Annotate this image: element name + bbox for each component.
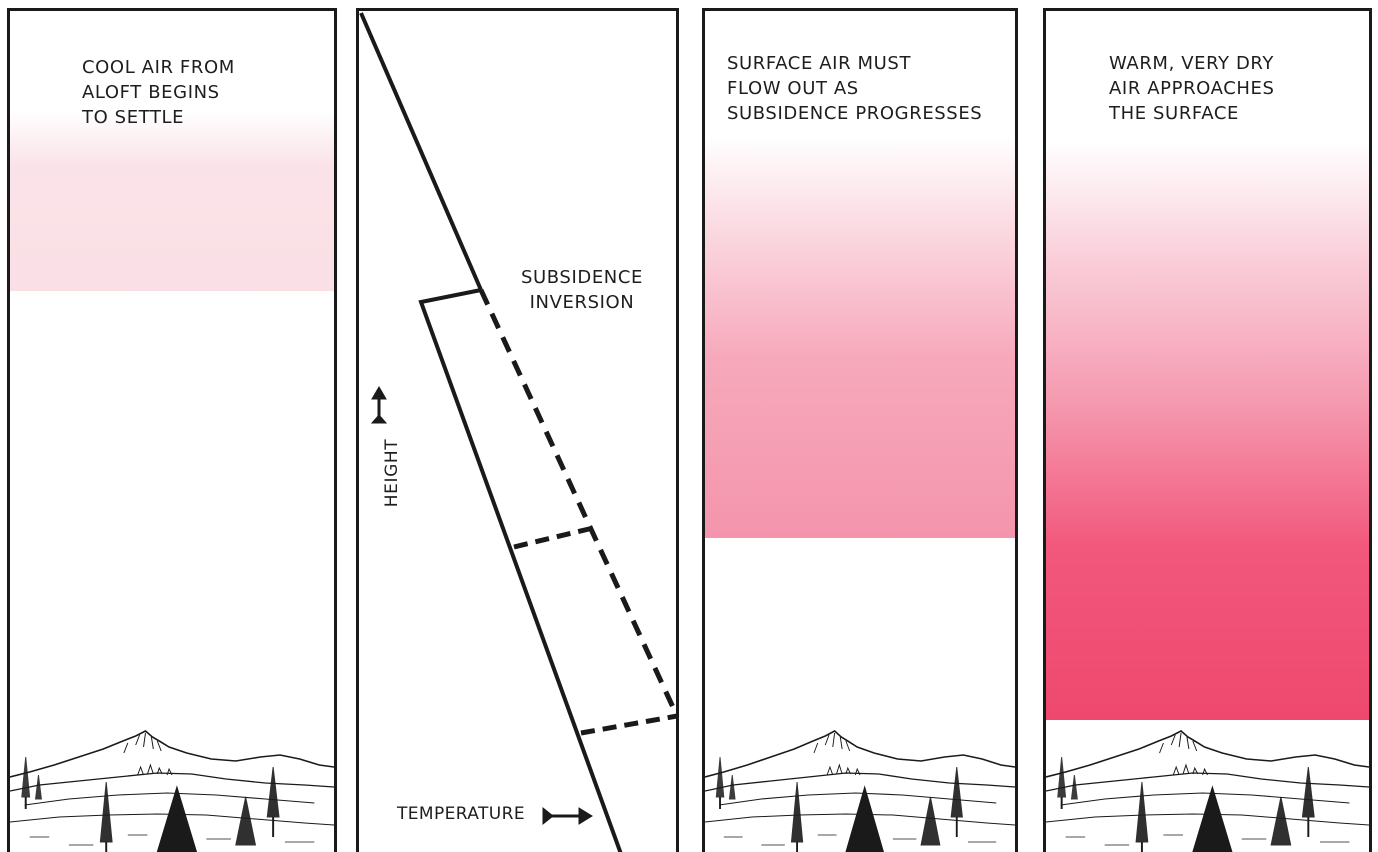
temperature-axis-label: TEMPERATURE [397, 804, 525, 824]
dashed-link-lower [581, 716, 676, 733]
temperature-height-diagram [359, 11, 676, 852]
mountain-landscape-icon [1046, 727, 1369, 852]
panel-4-caption: WARM, VERY DRY AIR APPROACHES THE SURFAC… [1109, 51, 1275, 126]
panel-warm-dry-air: WARM, VERY DRY AIR APPROACHES THE SURFAC… [1043, 8, 1372, 852]
right-arrow-icon [543, 808, 592, 824]
panel-cool-air-settling: COOL AIR FROM ALOFT BEGINS TO SETTLE [7, 8, 337, 852]
panel-3-caption: SURFACE AIR MUST FLOW OUT AS SUBSIDENCE … [727, 51, 982, 126]
subsidence-inversion-label: SUBSIDENCE INVERSION [521, 265, 643, 315]
dashed-link-upper [514, 529, 589, 547]
height-axis-label: HEIGHT [382, 438, 402, 508]
mountain-landscape-icon [10, 727, 334, 852]
warm-dry-air-tint [1046, 141, 1369, 720]
up-arrow-icon [372, 387, 386, 423]
cool-air-tint [10, 111, 334, 291]
mountain-landscape-icon [705, 727, 1015, 852]
subsiding-air-tint [705, 136, 1015, 538]
panel-temperature-profile: SUBSIDENCE INVERSION HEIGHT TEMPERATURE [356, 8, 679, 852]
panel-surface-air-outflow: SURFACE AIR MUST FLOW OUT AS SUBSIDENCE … [702, 8, 1018, 852]
panel-1-caption: COOL AIR FROM ALOFT BEGINS TO SETTLE [82, 55, 235, 130]
dashed-profile-line [481, 290, 676, 716]
upper-temperature-line [361, 13, 481, 290]
